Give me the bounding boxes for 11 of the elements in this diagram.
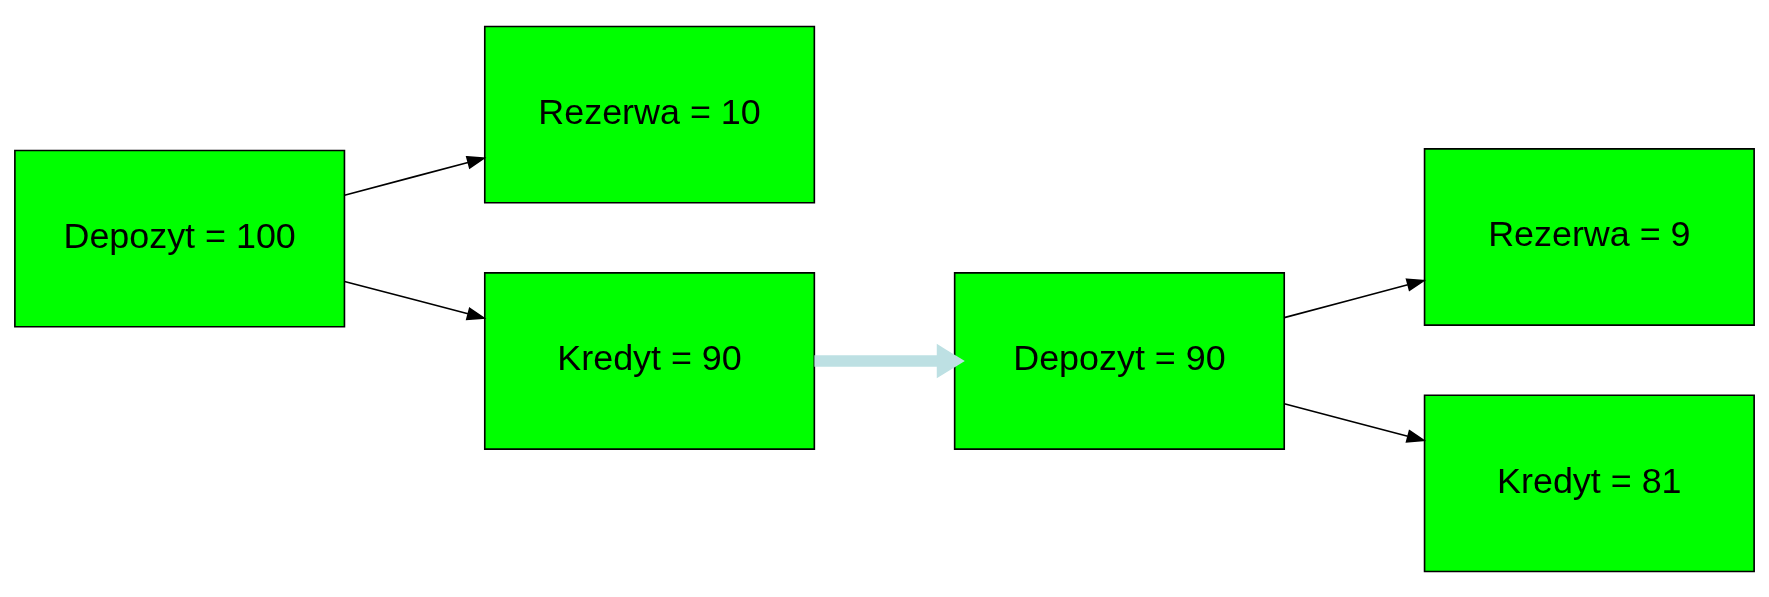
node-box: Rezerwa = 9 — [1423, 147, 1755, 326]
arrow — [1283, 402, 1427, 443]
arrow — [343, 155, 487, 196]
arrow — [814, 343, 965, 378]
node-box: Kredyt = 90 — [483, 271, 816, 450]
node-box: Rezerwa = 10 — [483, 25, 816, 204]
arrow — [343, 280, 487, 320]
node-box: Depozyt = 100 — [14, 149, 346, 328]
node-box: Depozyt = 90 — [953, 271, 1286, 450]
node-box: Kredyt = 81 — [1423, 393, 1755, 572]
arrow — [1283, 277, 1427, 318]
